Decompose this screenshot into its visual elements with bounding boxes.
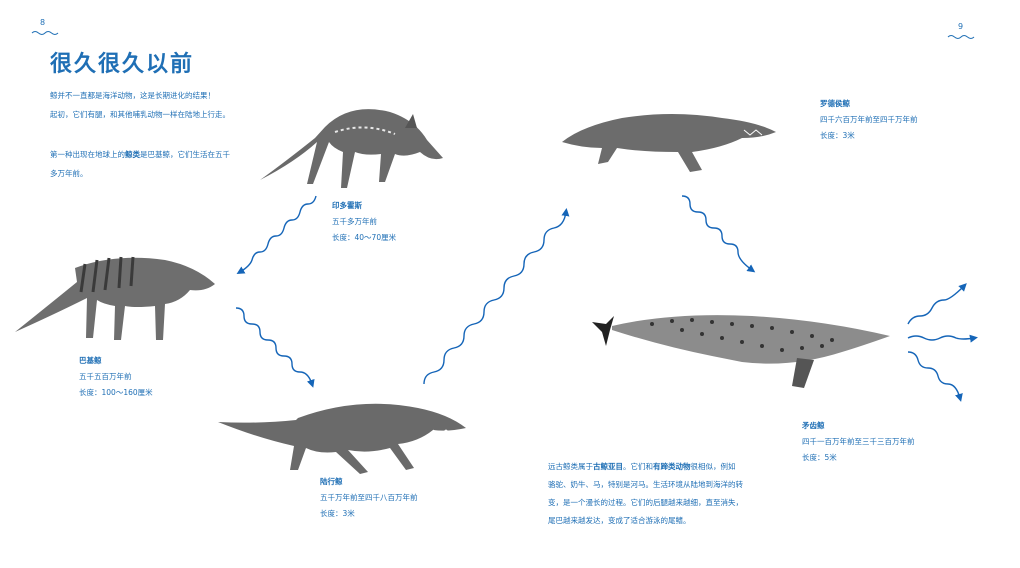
dorudon-label: 矛齿鲸 四千一百万年前至三千三百万年前 长度：5米 <box>802 418 915 466</box>
bottom-line: 骆驼、奶牛、马，特别是河马。生活环境从陆地到海洋的转 <box>548 480 743 489</box>
arrow-dorudon-right <box>907 334 978 343</box>
intro-line: 起初，它们有腿，和其他哺乳动物一样在陆地上行走。 <box>50 110 230 119</box>
intro-line: 鲸并不一直都是海洋动物，这是长期进化的结果！ <box>50 91 215 100</box>
indohyus-label: 印多霍斯 五千多万年前 长度：40～70厘米 <box>332 198 396 246</box>
page-title: 很久很久以前 <box>50 52 195 77</box>
arrow-dorudon-up <box>907 283 967 325</box>
bottom-line: 尾巴越来越发达，变成了适合游泳的尾鳍。 <box>548 516 691 525</box>
bottom-text: 。它们和 <box>623 462 653 471</box>
ambulocetus-name: 陆行鲸 <box>320 477 343 486</box>
ambulocetus-length: 长度：3米 <box>320 509 355 518</box>
page-number-right: 9 <box>958 22 964 31</box>
bottom-text: 远古鲸类属于 <box>548 462 593 471</box>
pakicetus-label: 巴基鲸 五千五百万年前 长度：100～160厘米 <box>79 353 153 401</box>
intro-text: 第一种出现在地球上的 <box>50 150 125 159</box>
intro-paragraph-2: 第一种出现在地球上的鲸类是巴基鲸，它们生活在五千 多万年前。 <box>50 145 230 183</box>
arrow-ambulocetus-to-rodhocetus <box>423 208 570 385</box>
ambulocetus-label: 陆行鲸 五千万年前至四千八百万年前 长度：3米 <box>320 474 418 522</box>
intro-paragraph-1: 鲸并不一直都是海洋动物，这是长期进化的结果！ 起初，它们有腿，和其他哺乳动物一样… <box>50 86 230 124</box>
rodhocetus-age: 四千六百万年前至四千万年前 <box>820 115 918 124</box>
rodhocetus-name: 罗德侯鲸 <box>820 99 850 108</box>
bottom-bold-term: 有蹄类动物 <box>653 462 691 471</box>
indohyus-age: 五千多万年前 <box>332 217 377 226</box>
indohyus-length: 长度：40～70厘米 <box>332 233 397 242</box>
intro-line: 多万年前。 <box>50 169 88 178</box>
rodhocetus-label: 罗德侯鲸 四千六百万年前至四千万年前 长度：3米 <box>820 96 918 144</box>
bottom-text: 很相似，例如 <box>690 462 736 471</box>
page-number-left: 8 <box>40 18 46 27</box>
wave-decoration-left <box>31 31 59 35</box>
arrow-rodhocetus-to-dorudon <box>681 195 756 273</box>
rodhocetus-length: 长度：3米 <box>820 131 855 140</box>
bottom-line: 变，是一个漫长的过程。它们的后腿越来越细，直至消失， <box>548 498 743 507</box>
pakicetus-name: 巴基鲸 <box>79 356 102 365</box>
dorudon-age: 四千一百万年前至三千三百万年前 <box>802 437 915 446</box>
indohyus-illustration <box>260 109 443 188</box>
arrow-dorudon-down <box>907 351 963 402</box>
pakicetus-age: 五千五百万年前 <box>79 372 132 381</box>
dorudon-length: 长度：5米 <box>802 453 837 462</box>
dorudon-illustration <box>592 315 890 388</box>
rodhocetus-illustration <box>562 114 776 172</box>
ambulocetus-age: 五千万年前至四千八百万年前 <box>320 493 418 502</box>
bottom-bold-term: 古鲸亚目 <box>593 462 623 471</box>
ambulocetus-illustration <box>218 403 466 474</box>
intro-bold-term: 鲸类 <box>125 150 140 159</box>
dorudon-name: 矛齿鲸 <box>802 421 825 430</box>
pakicetus-length: 长度：100～160厘米 <box>79 388 153 397</box>
arrow-indohyus-to-pakicetus <box>236 195 317 275</box>
pakicetus-illustration <box>15 256 215 340</box>
bottom-paragraph: 远古鲸类属于古鲸亚目。它们和有蹄类动物很相似，例如 骆驼、奶牛、马，特别是河马。… <box>548 458 743 530</box>
arrow-pakicetus-to-ambulocetus <box>235 307 315 388</box>
wave-decoration-right <box>947 35 975 39</box>
intro-text: 是巴基鲸，它们生活在五千 <box>140 150 230 159</box>
indohyus-name: 印多霍斯 <box>332 201 362 210</box>
